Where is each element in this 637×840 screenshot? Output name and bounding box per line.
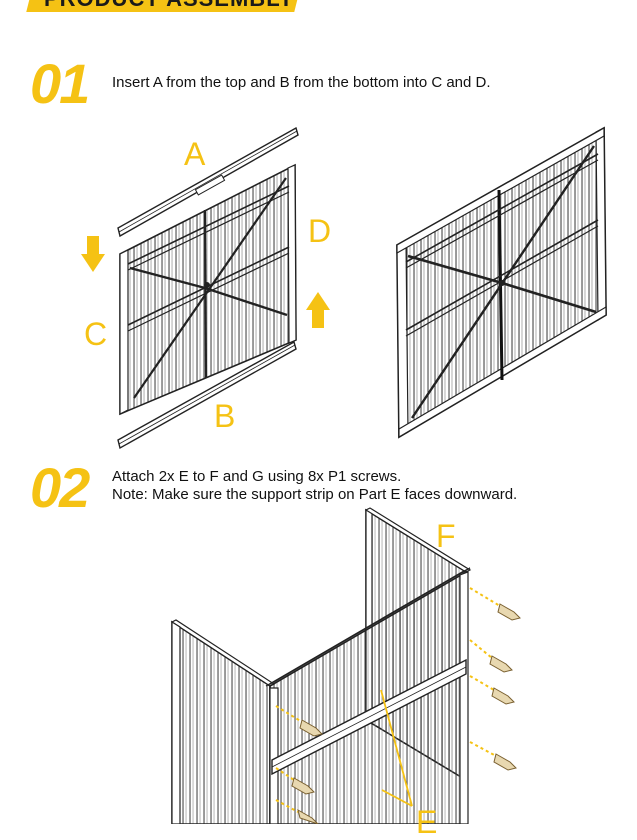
step-2-instruction-line2: Note: Make sure the support strip on Par… xyxy=(112,486,518,503)
screw-icon xyxy=(275,705,323,737)
rail-b xyxy=(117,340,297,450)
screw-icon xyxy=(275,767,315,795)
panel-e xyxy=(265,567,471,824)
label-f: F xyxy=(436,518,456,554)
step-number-01: 01 xyxy=(30,52,90,115)
leader-line-e xyxy=(381,789,413,807)
screw-icon xyxy=(469,675,515,705)
exploded-panel-cd xyxy=(119,163,297,416)
label-c: C xyxy=(84,316,108,352)
step-2-instruction-line1: Attach 2x E to F and G using 8x P1 screw… xyxy=(112,468,402,485)
assembled-panel xyxy=(396,126,607,439)
screw-icon xyxy=(275,799,319,824)
down-arrow-icon xyxy=(81,236,105,272)
step-1-instruction: Insert A from the top and B from the bot… xyxy=(112,74,491,91)
rail-a xyxy=(117,126,299,238)
step-number-02: 02 xyxy=(30,456,90,519)
screw-icon xyxy=(469,639,513,673)
label-d: D xyxy=(308,213,332,249)
screw-icon xyxy=(469,741,517,771)
page-title: PRODUCT ASSEMBLY xyxy=(44,0,294,12)
up-arrow-icon xyxy=(306,292,330,328)
screw-icon xyxy=(469,587,521,621)
panel-g xyxy=(170,619,276,824)
label-b: B xyxy=(214,398,236,434)
label-e: E xyxy=(416,804,438,840)
label-a: A xyxy=(184,136,206,172)
leader-line-e xyxy=(380,689,413,807)
